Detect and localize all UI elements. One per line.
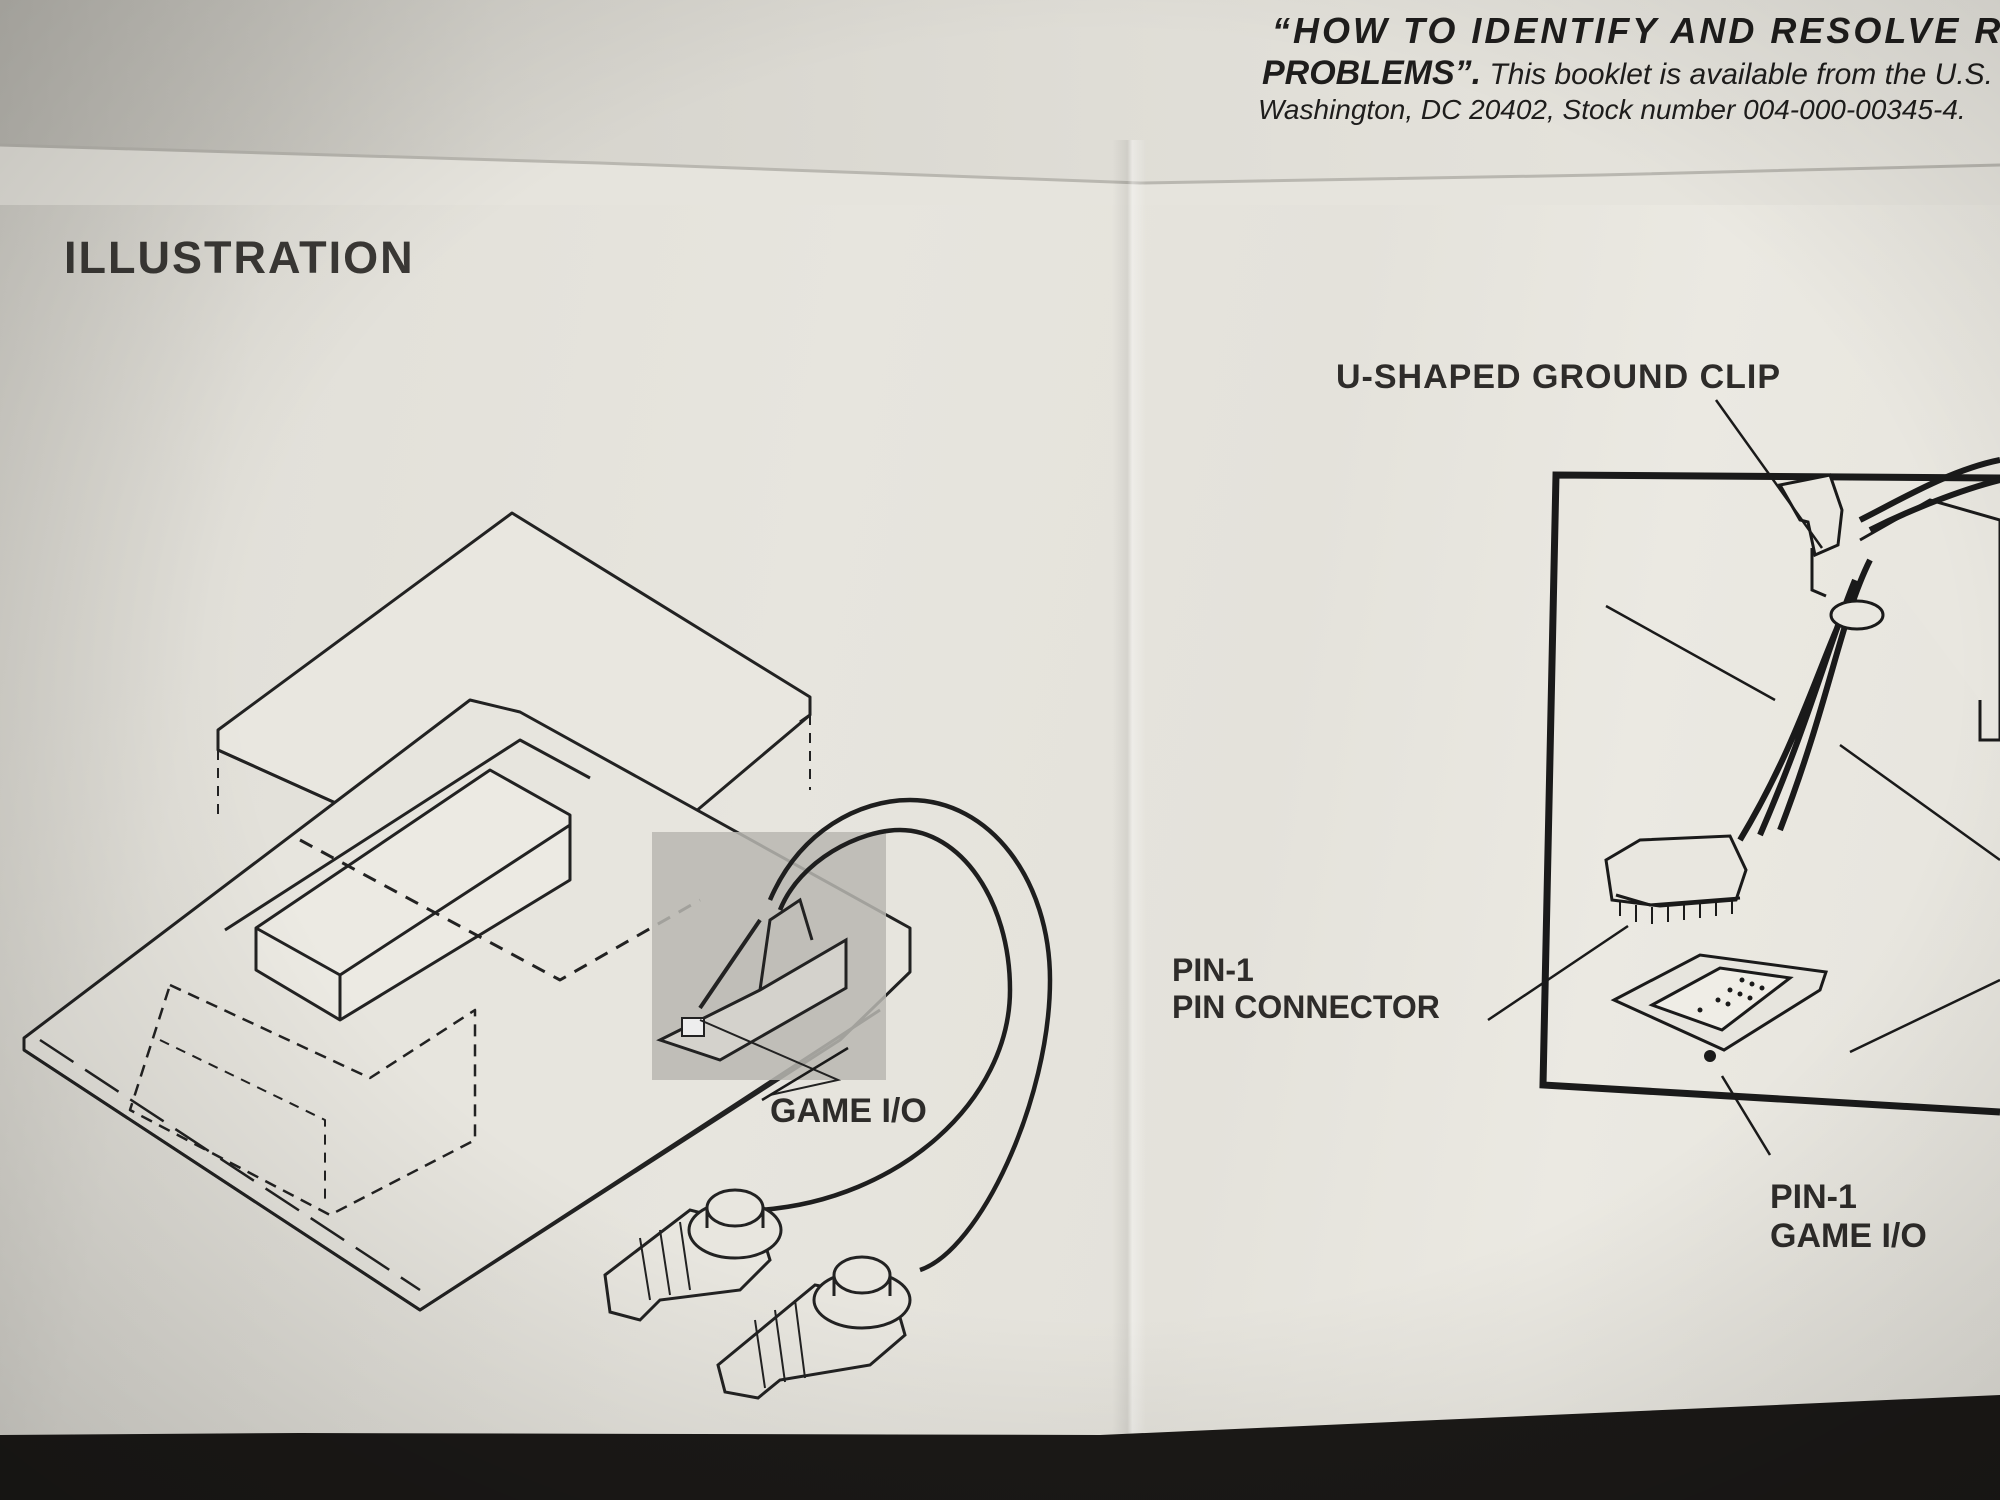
- pin-connector: [1604, 834, 1748, 908]
- pin1-game-io-label-line1: PIN-1: [1770, 1178, 1857, 1216]
- booklet-title-line: “HOW TO IDENTIFY AND RESOLVE RADI: [1272, 10, 2000, 51]
- pin-connector-label: PIN-1 PIN CONNECTOR: [1172, 952, 1440, 1026]
- ground-clip: [1777, 473, 1844, 558]
- horizontal-fold: [0, 143, 2000, 205]
- ribbon-cable: [1737, 457, 2000, 842]
- pin-connector-label-line1: PIN-1: [1172, 952, 1254, 988]
- power-supply: [254, 768, 572, 1022]
- pin1-leader: [1720, 1075, 1772, 1156]
- game-io-leader: [761, 1046, 849, 1102]
- game-paddle-2: [716, 1255, 912, 1400]
- pin1-marker: [1704, 1050, 1716, 1062]
- booklet-stock-line: Washington, DC 20402, Stock number 004-0…: [1258, 94, 1966, 125]
- game-paddle-1: [603, 1188, 783, 1322]
- pin-connector-leader: [1487, 924, 1629, 1022]
- pin1-game-io-label-line2: GAME I/O: [1770, 1217, 1927, 1256]
- paddle-cable-2: [759, 827, 1013, 1213]
- booklet-availability-line: PROBLEMS”. This booklet is available fro…: [1262, 54, 2000, 93]
- background-surface: [0, 1395, 2000, 1500]
- booklet-availability-text: This booklet is available from the U.S. …: [1481, 58, 2000, 91]
- game-io-label: GAME I/O: [770, 1092, 927, 1130]
- ground-clip-leader: [1714, 399, 1824, 549]
- motherboard: [128, 983, 477, 1217]
- paddle-cable-1: [767, 797, 1053, 1273]
- ground-clip-label: U-SHAPED GROUND CLIP: [1336, 358, 1782, 396]
- pin-connector-label-line2: PIN CONNECTOR: [1172, 988, 1440, 1025]
- booklet-problems-text: PROBLEMS”.: [1262, 54, 1482, 92]
- detail-frame: [1539, 471, 2000, 1116]
- section-title: ILLUSTRATION: [64, 232, 415, 283]
- vertical-fold: [1112, 140, 1146, 1440]
- pin1-game-io-label: PIN-1 GAME I/O: [1770, 1178, 1927, 1256]
